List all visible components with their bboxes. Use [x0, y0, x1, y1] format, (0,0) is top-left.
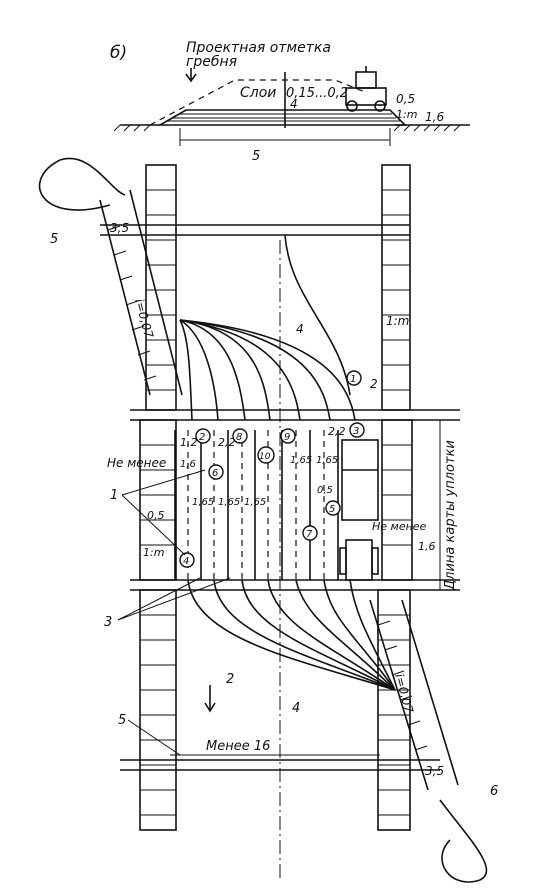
dim-165-e: 1,65 [316, 455, 338, 466]
svg-text:4: 4 [183, 556, 189, 567]
pos2-bottom: 2 [226, 672, 234, 687]
pos1-leaders [121, 469, 206, 556]
pos5-leader [127, 719, 181, 756]
left-wall-bottom [139, 589, 177, 831]
dim-165-c: 1,65 [244, 497, 266, 508]
upper-band [130, 409, 460, 421]
upper-turn-loop [39, 157, 126, 211]
pos1: 1 [110, 488, 118, 503]
less-16: Менее 16 [206, 739, 270, 754]
right-wall-mid [381, 419, 413, 581]
upper-ramp [99, 189, 183, 396]
dim-22b: 2,2 [328, 425, 346, 438]
layer-lines [166, 113, 400, 122]
svg-text:5: 5 [329, 504, 335, 515]
dim-2: 2 [370, 377, 378, 391]
lower-ramp-hatch [377, 620, 428, 751]
pos5-top: 5 [50, 232, 58, 247]
pos6-bottom: 6 [490, 784, 498, 799]
dim-35-bottom: 3,5 [425, 764, 444, 778]
dim-35-top: 3,5 [110, 221, 129, 235]
not-less-right: Не менее [372, 520, 427, 533]
dim-165-d: 1,65 [290, 455, 312, 466]
svg-text:10: 10 [259, 452, 271, 462]
roller-icon [345, 66, 387, 112]
dim-165-b: 1,65 [218, 497, 240, 508]
incline-top: i=0,07 [132, 297, 156, 340]
dim-12: 1,2 [180, 436, 198, 449]
map-length: Длина карты уплотки [443, 440, 458, 591]
entry-curves [179, 319, 356, 421]
left-wall-top [145, 164, 177, 411]
approach-curve [284, 234, 351, 396]
layer-thickness: 0,15...0,2 [286, 86, 348, 101]
crest-arrow-head [185, 73, 197, 83]
lower-ramp [369, 599, 459, 791]
compaction-strips [174, 430, 339, 580]
svg-text:1: 1 [350, 374, 356, 385]
upper-ramp-hatch [107, 225, 157, 381]
dim-05-left: 0,5 [147, 509, 165, 522]
cross-section: Проектная отметка гребня Слои 0,15...0,2… [113, 40, 470, 164]
svg-text:2: 2 [199, 432, 205, 443]
circled-markers: 1 2 3 4 5 6 7 8 9 10 [179, 370, 365, 568]
dim-165-a: 1,65 [192, 497, 214, 508]
not-less-left: Не менее [107, 456, 166, 470]
svg-text:8: 8 [236, 432, 242, 443]
slope-right: 1:m [386, 314, 409, 328]
section-title-line1: Проектная отметка [186, 40, 331, 56]
section-dim-05: 0,5 [396, 92, 415, 106]
section-pos4: 4 [290, 97, 298, 111]
exit-curves [187, 579, 396, 691]
pos4-top: 4 [296, 322, 304, 336]
lower-band [130, 579, 460, 591]
dim-16-left: 1,6 [180, 459, 196, 470]
section-dim-5: 5 [252, 149, 260, 164]
top-band [100, 224, 410, 236]
svg-text:9: 9 [284, 432, 290, 443]
dim-16-right: 1,6 [418, 540, 436, 553]
section-dim-16: 1,6 [425, 110, 444, 124]
plan-view: 3,5 5 i=0,07 3,5 6 i=0,07 [39, 157, 498, 883]
svg-text:6: 6 [212, 468, 218, 479]
dim-05-mid: 0,5 [317, 485, 333, 496]
right-wall-top [381, 164, 411, 411]
section-slope: 1:m [396, 108, 417, 121]
pos3: 3 [104, 615, 112, 630]
pos3-leaders [117, 577, 231, 621]
slope-left: 1:m [143, 546, 164, 559]
svg-text:3: 3 [353, 426, 359, 437]
ground-hatch [113, 124, 461, 132]
pos4-bottom: 4 [292, 701, 300, 716]
roller-in-map-icon [339, 439, 379, 581]
svg-text:7: 7 [306, 529, 313, 540]
layers-label: Слои [240, 85, 276, 101]
incline-bottom: i=0,07 [392, 672, 416, 715]
panel-label: б) [110, 43, 127, 63]
wall-hatching [140, 189, 412, 816]
lower-turn-loop [439, 799, 488, 883]
dim-22a: 2,2 [218, 436, 236, 449]
embankment-layers [157, 109, 407, 126]
pos5-bottom: 5 [118, 713, 126, 728]
section-title-line2: гребня [186, 54, 237, 70]
